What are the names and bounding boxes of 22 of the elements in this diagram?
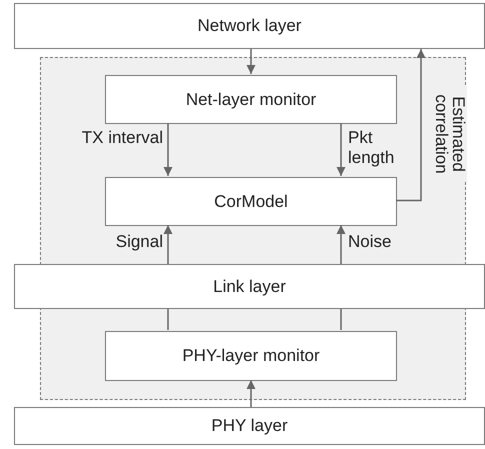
- arrow: [246, 49, 256, 74]
- node-label: Network layer: [198, 16, 302, 36]
- node-label: CorModel: [214, 192, 288, 212]
- process-box: [105, 75, 397, 124]
- edge-label: Estimated correlation: [433, 86, 467, 182]
- arrow: [246, 380, 256, 407]
- node-label: PHY-layer monitor: [182, 346, 320, 366]
- layer-box: [14, 264, 485, 309]
- node-label: Net-layer monitor: [186, 90, 316, 110]
- node-label: PHY layer: [211, 416, 288, 436]
- process-box: [105, 331, 397, 381]
- arrow: [336, 123, 346, 176]
- process-box: [105, 177, 397, 226]
- connector-line: [167, 309, 169, 330]
- layer-box: [14, 3, 485, 49]
- layer-box: [14, 407, 485, 445]
- arrow: [164, 123, 172, 176]
- connector-line: [340, 309, 342, 330]
- node-label: Link layer: [213, 276, 286, 296]
- arrow: [336, 225, 346, 264]
- arrow: [396, 49, 426, 202]
- arrow: [164, 225, 172, 264]
